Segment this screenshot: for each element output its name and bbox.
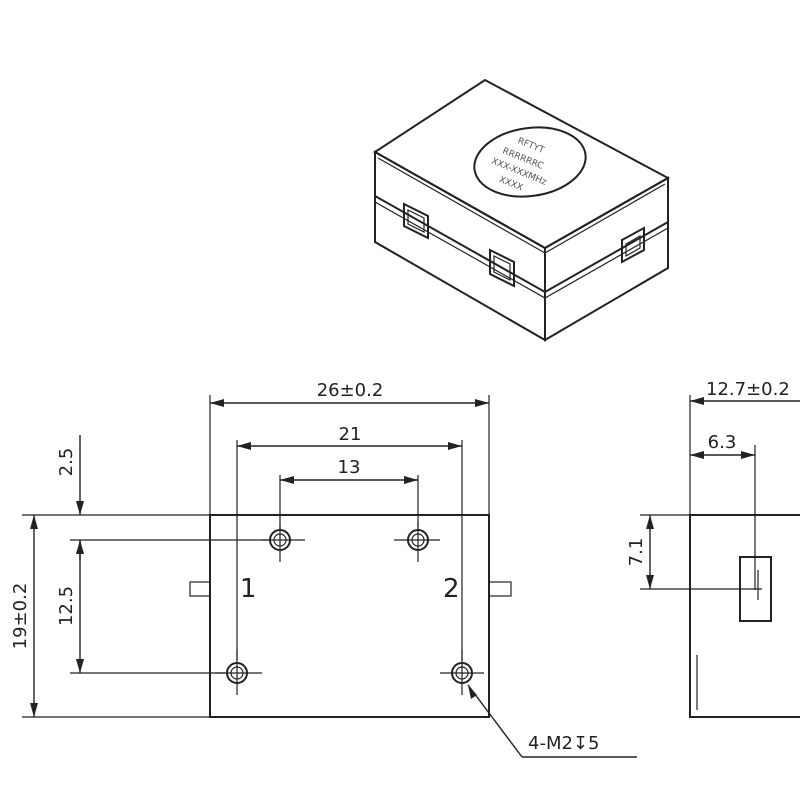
dim-port-offset: 6.3 xyxy=(690,432,755,459)
dim-overall-depth-text: 12.7±0.2 xyxy=(706,379,790,400)
dim-hole-spacing-outer-text: 21 xyxy=(339,424,362,445)
dim-overall-height: 19±0.2 xyxy=(10,515,38,717)
dim-port-height: 7.1 xyxy=(626,515,654,589)
port-1-label: 1 xyxy=(240,574,257,604)
front-port-pin-right xyxy=(488,581,512,597)
mounting-hole-top-left xyxy=(262,522,305,562)
isometric-view: RFTYT RRRRRRC XXX-XXXMHz XXXX xyxy=(373,78,671,342)
dim-hole-spacing-inner: 13 xyxy=(280,457,418,484)
dim-hole-spacing-outer: 21 xyxy=(237,424,462,450)
iso-port-tab-left xyxy=(403,202,429,240)
dim-hole-vertical: 12.5 xyxy=(56,540,84,673)
dim-port-offset-text: 6.3 xyxy=(708,432,737,453)
side-view: 12.7±0.2 6.3 7.1 xyxy=(626,379,800,718)
side-body-outline xyxy=(689,514,800,718)
front-body-outline xyxy=(209,514,490,718)
dim-hole-spacing-inner-text: 13 xyxy=(338,457,361,478)
iso-left-face xyxy=(374,150,546,342)
iso-label-circle xyxy=(473,126,587,198)
iso-port-tab-right xyxy=(621,226,645,264)
hole-callout: 4-M2↧5 xyxy=(467,684,637,758)
dim-port-height-text: 7.1 xyxy=(626,538,647,567)
front-port-pin-left xyxy=(189,581,211,597)
hole-callout-text: 4-M2↧5 xyxy=(528,733,599,754)
dim-top-offset-text: 2.5 xyxy=(56,448,77,477)
dim-overall-width-text: 26±0.2 xyxy=(317,380,384,401)
front-view: 1 2 26±0.2 21 13 xyxy=(10,380,637,758)
mounting-hole-top-right xyxy=(394,522,440,562)
dim-hole-vertical-text: 12.5 xyxy=(56,586,77,626)
port-2-label: 2 xyxy=(443,574,460,604)
iso-port-tab-front xyxy=(489,248,515,288)
iso-seam-line xyxy=(374,195,669,294)
iso-right-face xyxy=(544,176,669,342)
dim-overall-width: 26±0.2 xyxy=(210,380,489,407)
dim-overall-depth: 12.7±0.2 xyxy=(690,379,800,405)
dim-overall-height-text: 19±0.2 xyxy=(10,583,31,650)
